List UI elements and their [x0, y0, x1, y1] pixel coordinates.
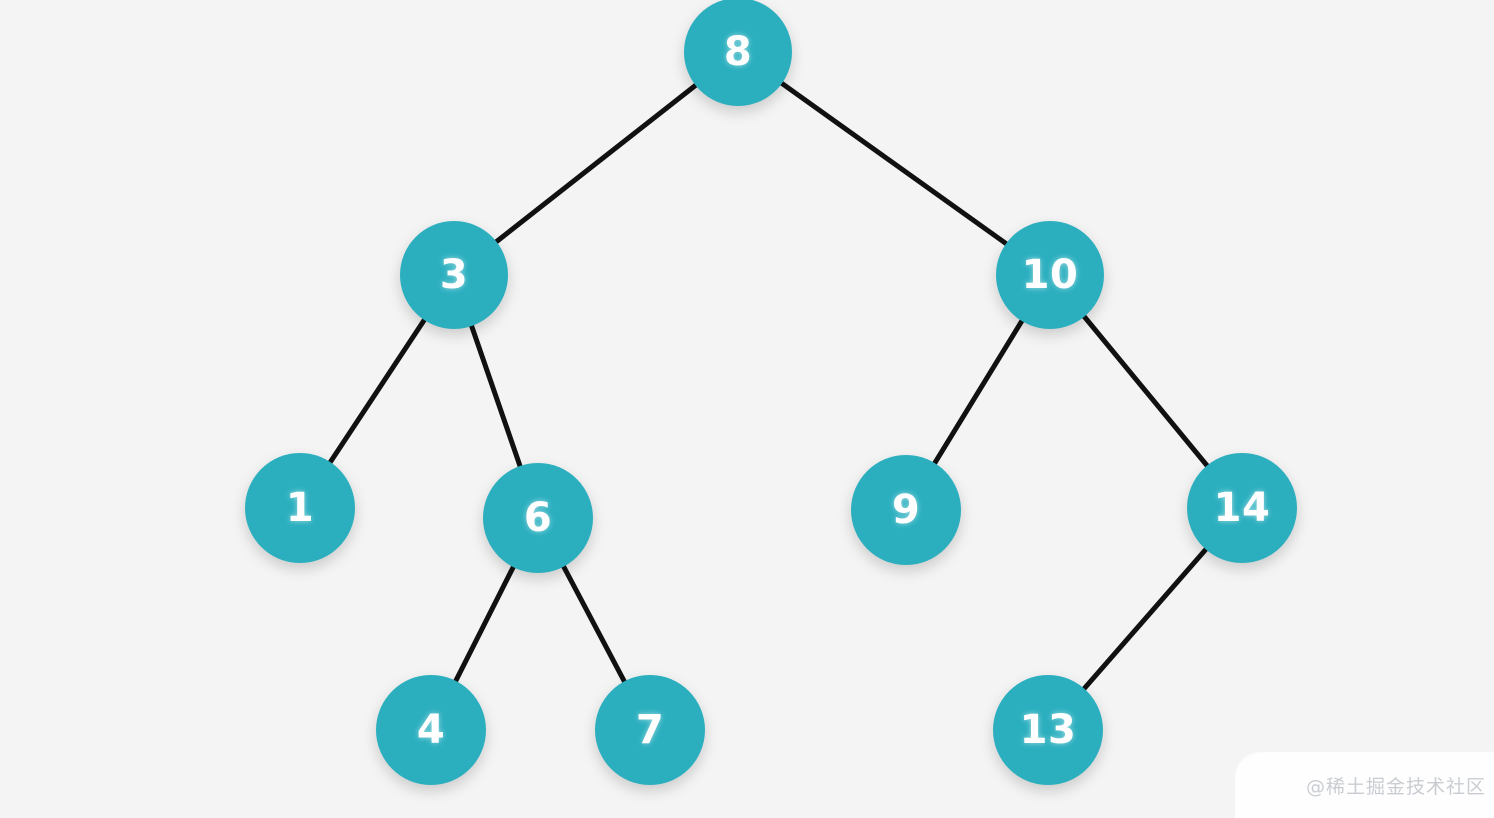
tree-node-label-14: 14: [1213, 485, 1271, 531]
tree-edge-8-3: [492, 81, 700, 246]
tree-edge-10-9: [931, 316, 1026, 468]
tree-edge-6-4: [452, 562, 517, 686]
tree-edge-14-13: [1080, 545, 1210, 693]
tree-node-3[interactable]: 3: [400, 221, 508, 329]
tree-edge-3-1: [326, 315, 428, 467]
tree-node-label-9: 9: [891, 487, 921, 533]
tree-node-label-7: 7: [635, 707, 665, 753]
tree-edge-10-14: [1080, 312, 1211, 470]
tree-node-label-13: 13: [1019, 707, 1077, 753]
tree-edge-6-7: [560, 562, 628, 686]
tree-node-9[interactable]: 9: [851, 455, 961, 565]
watermark-label: @稀土掘金技术社区: [1306, 776, 1487, 798]
tree-node-7[interactable]: 7: [595, 675, 705, 785]
tree-node-10[interactable]: 10: [996, 221, 1104, 329]
tree-node-label-3: 3: [439, 252, 469, 298]
tree-node-1[interactable]: 1: [245, 453, 355, 563]
tree-edge-3-6: [468, 321, 524, 471]
tree-node-label-1: 1: [285, 485, 315, 531]
tree-node-label-4: 4: [416, 707, 446, 753]
tree-node-6[interactable]: 6: [483, 463, 593, 573]
tree-node-label-10: 10: [1021, 252, 1079, 298]
tree-node-13[interactable]: 13: [993, 675, 1103, 785]
tree-node-14[interactable]: 14: [1187, 453, 1297, 563]
edge-group: [326, 79, 1211, 693]
tree-node-label-8: 8: [723, 29, 753, 75]
watermark-panel: [1235, 752, 1494, 818]
tree-node-8[interactable]: 8: [684, 0, 792, 106]
tree-node-label-6: 6: [523, 495, 553, 541]
tree-edge-8-10: [777, 79, 1011, 248]
tree-node-4[interactable]: 4: [376, 675, 486, 785]
